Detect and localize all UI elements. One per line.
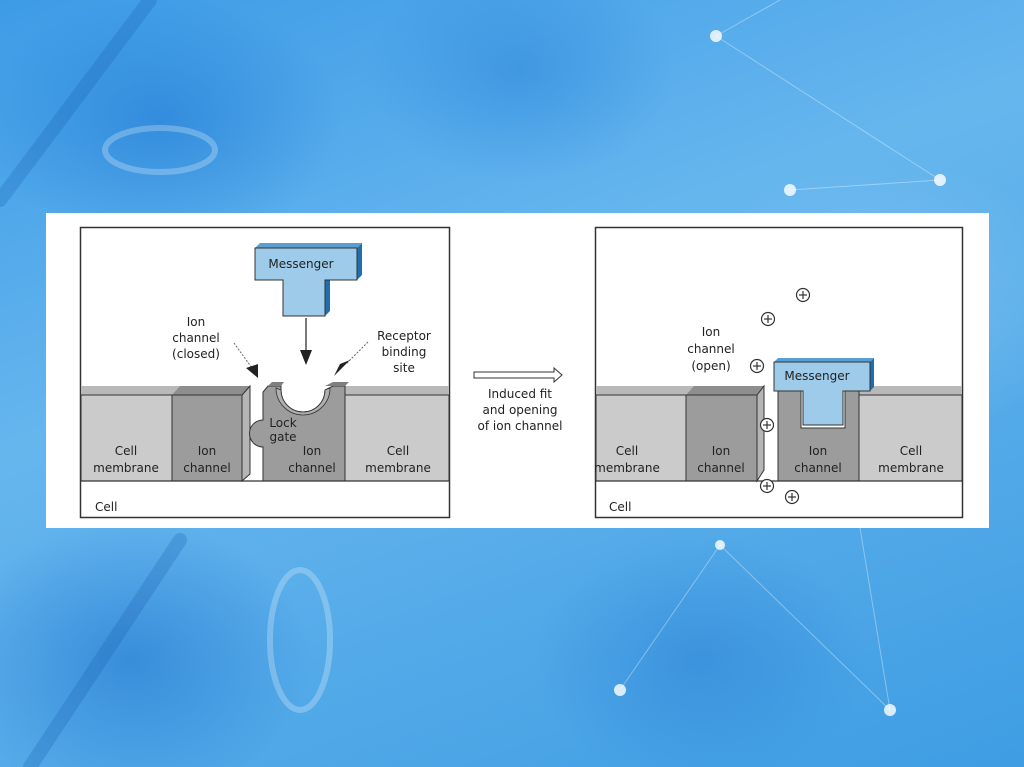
- ion-channel-side-face: [241, 384, 251, 483]
- block-label: channel: [288, 461, 335, 475]
- block-label: membrane: [878, 461, 944, 475]
- glow-dot: [715, 540, 725, 550]
- membrane-top-face-right: [345, 386, 449, 395]
- cell-membrane-block-right: [344, 394, 450, 482]
- glow-dot: [884, 704, 896, 716]
- block-label: Cell: [616, 444, 638, 458]
- left-diagram-closed: Cell membrane Ion channel Ion channel Ce…: [79, 226, 451, 519]
- cell-membrane-block: [80, 394, 173, 482]
- ion-channel-closed-label: Ion: [187, 315, 206, 329]
- block-label: Ion: [198, 444, 217, 458]
- glow-dot: [934, 174, 946, 186]
- positive-ion-icon: [784, 489, 800, 505]
- glow-dot: [710, 30, 722, 42]
- messenger-molecule-bound: Messenger: [773, 358, 874, 429]
- positive-ion-icon: [749, 358, 765, 374]
- receptor-label: site: [393, 361, 415, 375]
- block-label: Cell: [387, 444, 409, 458]
- pointer-arrow-icon: [233, 342, 253, 369]
- ion-channel-diagram: Cell membrane Ion channel Ion channel Ce…: [79, 226, 964, 519]
- block-label: Ion: [303, 444, 322, 458]
- transition-label: and opening: [483, 403, 558, 417]
- receptor-label: binding: [382, 345, 427, 359]
- block-label: membrane: [93, 461, 159, 475]
- block-label: Cell: [900, 444, 922, 458]
- cell-label: Cell: [95, 500, 117, 514]
- ion-channel-side-face: [756, 384, 765, 483]
- ion-channel-open-label: (open): [691, 359, 730, 373]
- ion-channel-top-right: [325, 382, 349, 386]
- positive-ion-icon: [760, 311, 776, 327]
- right-arrow-icon: [473, 366, 563, 384]
- block-label: channel: [183, 461, 230, 475]
- positive-ion-icon: [795, 287, 811, 303]
- messenger-label: Messenger: [784, 369, 849, 383]
- block-label: membrane: [594, 461, 660, 475]
- block-label: channel: [794, 461, 841, 475]
- ion-channel-top-face: [172, 386, 250, 395]
- down-arrow-head-icon: [300, 350, 312, 365]
- lock-gate-label: gate: [269, 430, 296, 444]
- membrane-top-face: [81, 386, 242, 395]
- receptor-label: Receptor: [377, 329, 431, 343]
- cell-membrane-block: [595, 394, 687, 482]
- receptor-binding-site: [275, 387, 331, 416]
- cell-membrane-block-right: [858, 394, 963, 482]
- ion-channel-closed-label: (closed): [172, 347, 220, 361]
- ion-channel-top-left: [268, 382, 284, 386]
- ion-channel-block: [171, 394, 243, 482]
- lock-gate-label: Lock: [269, 416, 296, 430]
- transition: Induced fit and opening of ion channel: [473, 366, 563, 433]
- cell-label: Cell: [609, 500, 631, 514]
- block-label: membrane: [365, 461, 431, 475]
- pointer-arrow-head-icon: [246, 364, 258, 378]
- transition-label: Induced fit: [488, 387, 552, 401]
- block-label: Ion: [809, 444, 828, 458]
- glow-dot: [784, 184, 796, 196]
- ion-channel-closed-label: channel: [172, 331, 219, 345]
- ion-channel-open-label: channel: [687, 342, 734, 356]
- glow-dot: [614, 684, 626, 696]
- block-label: Ion: [712, 444, 731, 458]
- diagram-panel: Cell membrane Ion channel Ion channel Ce…: [46, 213, 989, 528]
- positive-ion-icon: [759, 478, 775, 494]
- ion-channel-block: [685, 394, 758, 482]
- messenger-label: Messenger: [268, 257, 333, 271]
- right-diagram-open: Messenger Cell membrane Ion channel Ion …: [594, 226, 964, 519]
- messenger-molecule: Messenger: [254, 243, 362, 317]
- pointer-arrow-head-icon: [334, 360, 350, 376]
- positive-ion-icon: [759, 417, 775, 433]
- ion-channel-open-label: Ion: [702, 325, 721, 339]
- block-label: Cell: [115, 444, 137, 458]
- positive-ions: [749, 287, 811, 505]
- block-label: channel: [697, 461, 744, 475]
- transition-label: of ion channel: [478, 419, 563, 433]
